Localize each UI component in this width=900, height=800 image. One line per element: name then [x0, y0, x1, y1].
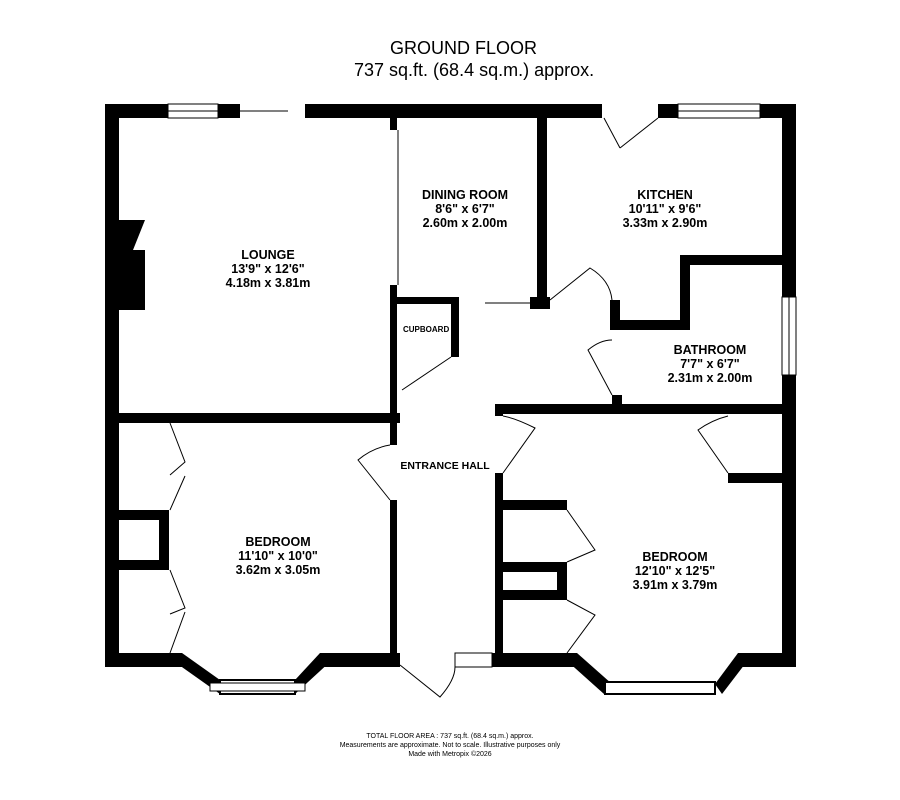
room-imperial: 13'9" x 12'6"	[231, 262, 305, 276]
wall-right-a	[782, 104, 796, 297]
room-metric: 3.33m x 2.90m	[622, 216, 708, 230]
wall-top-a	[105, 104, 168, 118]
wall-top-d	[658, 104, 678, 118]
room-bedroom-1: BEDROOM 11'10" x 10'0" 3.62m x 3.05m	[213, 535, 343, 577]
room-imperial: 8'6" x 6'7"	[435, 202, 495, 216]
wall-hall-left-a	[390, 285, 397, 445]
room-imperial: 12'10" x 12'5"	[634, 564, 716, 578]
wall-kitchen-bath-a	[680, 255, 783, 265]
wall-hall-left-b	[390, 500, 397, 666]
wall-lounge-bedroom	[105, 413, 400, 423]
room-metric: 3.62m x 3.05m	[235, 563, 321, 577]
floor-title: GROUND FLOOR	[390, 38, 538, 58]
wardrobe-b2-bottom	[503, 590, 567, 600]
wall-wardrobe-stub	[727, 404, 737, 414]
wardrobe-b2-top	[503, 500, 567, 510]
room-name: BEDROOM	[642, 550, 708, 564]
wardrobe-b2-side	[557, 562, 567, 600]
windows	[167, 103, 797, 668]
door-swings	[169, 110, 729, 698]
wall-kitchen-bath-b	[680, 255, 690, 330]
wall-right-b	[782, 375, 796, 666]
room-metric: 2.31m x 2.00m	[667, 371, 753, 385]
bay-window-bedroom1	[172, 653, 332, 695]
room-lounge: LOUNGE 13'9" x 12'6" 4.18m x 3.81m	[208, 248, 328, 290]
room-metric: 2.60m x 2.00m	[422, 216, 508, 230]
room-bathroom: BATHROOM 7'7" x 6'7" 2.31m x 2.00m	[645, 343, 775, 385]
room-imperial: 11'10" x 10'0"	[238, 549, 318, 563]
walls	[105, 104, 796, 667]
footer-total-area: TOTAL FLOOR AREA : 737 sq.ft. (68.4 sq.m…	[366, 733, 534, 740]
room-name: KITCHEN	[637, 188, 693, 202]
room-name: LOUNGE	[241, 248, 295, 262]
wall-dining-stub	[390, 118, 397, 130]
floor-area: 737 sq.ft. (68.4 sq.m.) approx.	[354, 60, 595, 80]
room-cupboard: CUPBOARD	[403, 325, 450, 334]
wall-bottom-b	[320, 653, 400, 667]
room-imperial: 10'11" x 9'6"	[628, 202, 702, 216]
room-name: ENTRANCE HALL	[400, 460, 490, 472]
bay-window-bedroom2	[566, 653, 748, 695]
wall-left	[105, 104, 119, 666]
room-metric: 3.91m x 3.79m	[632, 578, 718, 592]
wall-kitchen-bath-c	[610, 320, 690, 330]
wall-bath-bedroom	[495, 404, 783, 414]
wall-bottom-a	[105, 653, 182, 667]
room-name: BEDROOM	[245, 535, 311, 549]
wall-cupboard-top	[397, 297, 457, 304]
plan-footer: TOTAL FLOOR AREA : 737 sq.ft. (68.4 sq.m…	[0, 732, 900, 759]
wall-hall-right-stub	[495, 404, 503, 416]
chimney-b1-bottom	[119, 560, 169, 570]
chimney-b1-top	[119, 510, 169, 520]
window-hall	[454, 652, 493, 668]
room-entrance-hall: ENTRANCE HALL	[395, 459, 495, 473]
wall-bottom-c	[492, 653, 577, 667]
fireplace-icon	[119, 220, 145, 310]
room-kitchen: KITCHEN 10'11" x 9'6" 3.33m x 2.90m	[600, 188, 730, 230]
room-dining: DINING ROOM 8'6" x 6'7" 2.60m x 2.00m	[400, 188, 530, 230]
wall-dining-kitchen	[537, 118, 547, 308]
wall-bottom-d	[738, 653, 796, 667]
room-name: BATHROOM	[673, 343, 747, 357]
wall-kitchen-bath-d	[610, 300, 620, 330]
room-imperial: 7'7" x 6'7"	[680, 357, 740, 371]
footer-disclaimer: Measurements are approximate. Not to sca…	[339, 742, 561, 749]
wall-hall-right	[495, 473, 503, 663]
room-metric: 4.18m x 3.81m	[225, 276, 311, 290]
footer-credit: Made with Metropix ©2026	[408, 751, 492, 758]
wall-dining-end	[530, 297, 550, 309]
room-name: DINING ROOM	[421, 188, 509, 202]
wall-top-b	[218, 104, 240, 118]
chimney-b1-right	[159, 510, 169, 570]
wall-bath-stub	[612, 395, 622, 410]
room-bedroom-2: BEDROOM 12'10" x 12'5" 3.91m x 3.79m	[610, 550, 740, 592]
wall-bedroom2-closet	[728, 473, 782, 483]
wall-top-c	[305, 104, 602, 118]
wardrobe-b2-mid	[503, 562, 567, 572]
wall-cupboard-right	[451, 297, 459, 357]
